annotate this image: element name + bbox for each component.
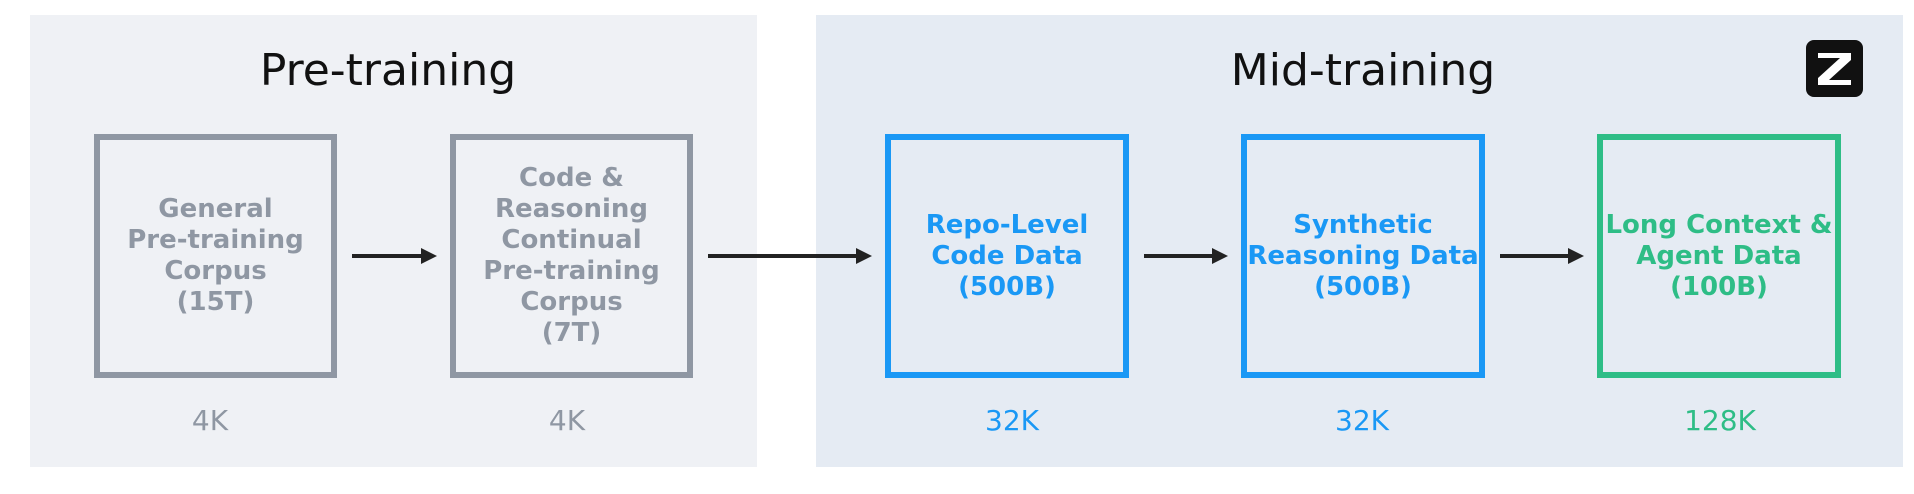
stage-label: Long Context & Agent Data (100B) <box>1605 209 1833 302</box>
pretraining-title: Pre-training <box>259 45 517 96</box>
context-length-label: 128K <box>1684 404 1756 437</box>
stage-box-long-context-agent: Long Context & Agent Data (100B) <box>1597 134 1841 378</box>
context-length-label: 32K <box>985 404 1039 437</box>
arrow-1 <box>352 248 437 264</box>
arrow-3 <box>1144 248 1228 264</box>
midtraining-title: Mid-training <box>1230 45 1496 96</box>
stage-label: Synthetic Reasoning Data (500B) <box>1247 209 1479 302</box>
pretraining-panel <box>30 15 757 467</box>
arrow-2 <box>708 248 872 264</box>
stage-box-general-corpus: General Pre-training Corpus (15T) <box>94 134 337 378</box>
stage-box-repo-level-code: Repo-Level Code Data (500B) <box>885 134 1129 378</box>
stage-label: Repo-Level Code Data (500B) <box>925 209 1089 302</box>
context-length-label: 32K <box>1335 404 1389 437</box>
z-logo-icon <box>1806 40 1863 97</box>
stage-box-synthetic-reasoning: Synthetic Reasoning Data (500B) <box>1241 134 1485 378</box>
context-length-label: 4K <box>548 404 586 437</box>
stage-box-code-reasoning-corpus: Code & Reasoning Continual Pre-training … <box>450 134 693 378</box>
stage-label: Code & Reasoning Continual Pre-training … <box>483 163 660 348</box>
context-length-label: 4K <box>191 404 229 437</box>
arrow-4 <box>1500 248 1584 264</box>
stage-label: General Pre-training Corpus (15T) <box>127 194 304 317</box>
midtraining-panel <box>816 15 1903 467</box>
